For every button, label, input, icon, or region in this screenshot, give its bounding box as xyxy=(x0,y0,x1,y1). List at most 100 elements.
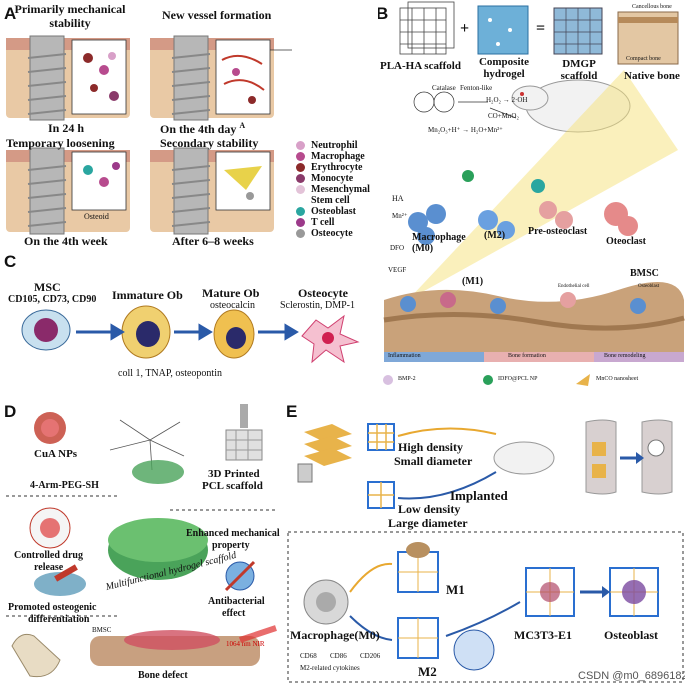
msc-cell xyxy=(21,309,71,351)
panel-e: E High density Small diameter Implanted … xyxy=(286,402,685,687)
b-equals: = xyxy=(536,20,546,37)
b-eq3: CO+MnO₂ xyxy=(488,112,519,120)
a-legend-label: Erythrocyte xyxy=(311,162,363,173)
a-legend-item: Osteocyte xyxy=(296,228,353,239)
b-macrophage: Macrophage (M0) xyxy=(412,232,466,254)
bone-defect-illustration xyxy=(11,625,277,678)
d-printed: 3D Printed xyxy=(208,468,260,480)
c-bottom: coll 1, TNAP, osteopontin xyxy=(118,368,222,379)
a-legend-label: Osteocyte xyxy=(311,228,353,239)
c-msc-markers: CD105, CD73, CD90 xyxy=(8,294,97,305)
d-antibacterial: Antibacterial xyxy=(208,596,265,607)
a-legend-swatch xyxy=(296,185,305,194)
panel-b-label: B xyxy=(378,4,389,23)
a-legend-label: T cell xyxy=(311,217,335,228)
b-scaffold1: PLA-HA scaffold xyxy=(380,60,461,72)
b-leg1: BMP-2 xyxy=(398,376,416,382)
e-leg-cd206: CD206 xyxy=(360,652,381,660)
panel-c-label: C xyxy=(4,252,17,271)
b-vegf: VEGF xyxy=(388,266,407,274)
implant-quadrant-2 xyxy=(150,35,292,121)
native-bone-block xyxy=(617,11,679,65)
watermark: CSDN @m0_68961828 xyxy=(578,670,685,682)
panel-b-drawing xyxy=(383,1,685,386)
c-mature-marker: osteocalcin xyxy=(210,300,255,311)
a-q4-title: Secondary stability xyxy=(160,136,259,150)
a-legend-label: Monocyte xyxy=(311,173,354,184)
e-implanted: Implanted xyxy=(450,488,508,503)
chem-reaction xyxy=(413,91,517,119)
d-peg: 4-Arm-PEG-SH xyxy=(30,480,99,491)
a-legend-item: Monocyte xyxy=(296,173,353,184)
scaffold-m2 xyxy=(397,617,439,659)
mature-ob-cell xyxy=(213,309,255,359)
a-legend-swatch xyxy=(296,163,305,172)
c-msc: MSC xyxy=(34,280,61,294)
dmgp-scaffold xyxy=(553,7,603,55)
b-osteoclast: Oteoclast xyxy=(606,236,646,247)
pla-ha-scaffold xyxy=(399,1,455,55)
b-scaffold3: DMGP scaffold xyxy=(560,58,598,82)
b-boneremodel: Bone remodeling xyxy=(604,353,646,359)
a-q2-caption-text: On the 4th day xyxy=(160,122,237,136)
e-high2: Small diameter xyxy=(394,454,473,468)
e-low2: Large diameter xyxy=(388,516,468,530)
panel-c-drawing xyxy=(21,305,360,364)
cell-cluster xyxy=(408,170,638,245)
a-legend-item: Neutrophil xyxy=(296,140,358,151)
b-plus: + xyxy=(460,20,470,37)
panel-e-label: E xyxy=(286,402,298,421)
drug-release-sphere xyxy=(29,507,71,549)
a-legend-swatch xyxy=(296,141,305,150)
composite-hydrogel xyxy=(477,5,529,55)
osteogenic-dish xyxy=(34,564,86,596)
a-legend-swatch xyxy=(296,218,305,227)
c-osteocyte-markers: Sclerostin, DMP-1 xyxy=(280,300,355,311)
panel-b: B PLA-HA scaffold + xyxy=(378,0,685,400)
e-mc3t3: MC3T3-E1 xyxy=(514,628,572,642)
panel-d-label: D xyxy=(4,402,17,421)
b-inflammation: Inflammation xyxy=(388,353,421,359)
hydrogel-disk-small xyxy=(132,460,184,484)
c-osteocyte: Osteocyte xyxy=(298,286,348,300)
d-bmsc: BMSC xyxy=(92,626,112,634)
b-dfo: DFO xyxy=(390,244,405,252)
a-legend-swatch xyxy=(296,196,305,205)
a-legend-label: Macrophage xyxy=(311,151,365,162)
a-legend-item: T cell xyxy=(296,217,334,228)
osteoblast-scaffold xyxy=(609,567,659,617)
cua-nanoparticle xyxy=(34,412,66,444)
d-controlled: Controlled drug xyxy=(14,550,83,561)
implant-quadrant-3 xyxy=(6,147,130,235)
a-q4-caption: After 6–8 weeks xyxy=(172,234,254,248)
a-legend-item: Stem cell xyxy=(296,195,350,206)
b-catalase: Catalase xyxy=(432,84,456,92)
peg-network xyxy=(109,419,185,471)
antibacterial-icon xyxy=(224,560,256,592)
a-legend-label: Stem cell xyxy=(311,195,350,206)
e-m1: M1 xyxy=(446,582,465,597)
e-m2: M2 xyxy=(418,664,437,679)
a-q3-caption: On the 4th week xyxy=(24,234,108,248)
d-defect: Bone defect xyxy=(138,670,188,681)
d-enhanced: Enhanced mechanical xyxy=(186,528,280,539)
a-legend-item: Macrophage xyxy=(296,151,365,162)
a-legend-swatch xyxy=(296,152,305,161)
implant-quadrant-1 xyxy=(6,35,130,121)
multifunctional-hydrogel xyxy=(108,518,208,580)
a-legend-swatch xyxy=(296,229,305,238)
a-q3-inset-label: Osteoid xyxy=(84,212,109,221)
a-legend-swatch xyxy=(296,207,305,216)
e-high1: High density xyxy=(398,440,464,454)
d-cua: CuA NPs xyxy=(34,448,78,460)
b-m2: (M2) xyxy=(484,230,506,241)
a-legend-item: Mesenchymal xyxy=(296,184,370,195)
d-nir: 1064 nm NIR xyxy=(226,640,265,648)
e-leg-cd68: CD68 xyxy=(300,652,317,660)
b-endothelial: Endothelial cell xyxy=(558,284,590,289)
e-leg-cyto: M2-related cytokines xyxy=(300,664,360,672)
b-mn: Mn²⁺ xyxy=(392,212,408,220)
osteocyte-cell xyxy=(301,314,360,364)
a-q1-caption: In 24 h xyxy=(48,121,85,135)
a-legend-item: Erythrocyte xyxy=(296,162,362,173)
